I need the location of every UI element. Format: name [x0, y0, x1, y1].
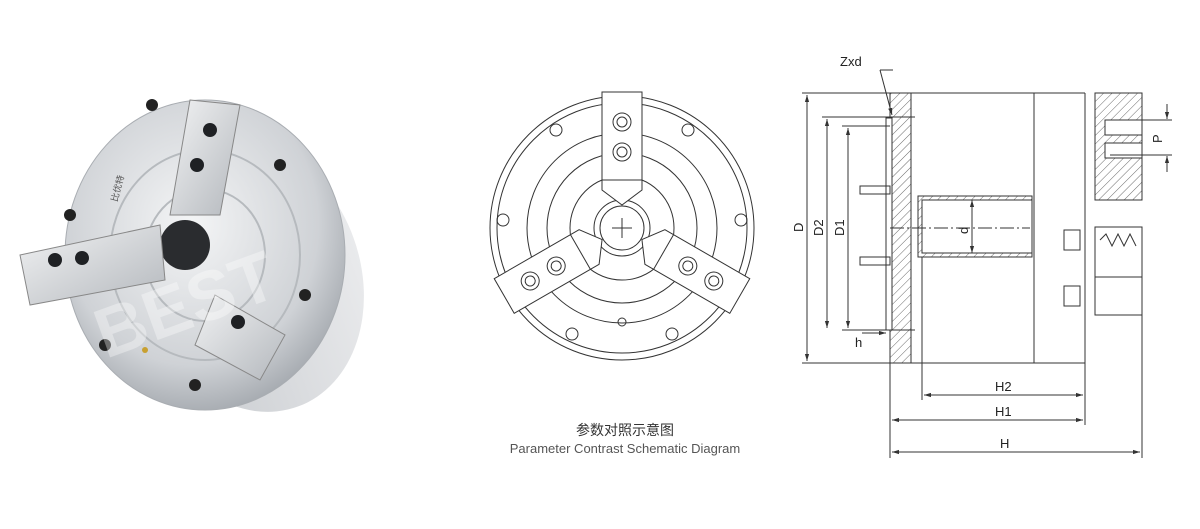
- label-H2: H2: [995, 379, 1012, 394]
- label-D1: D1: [832, 219, 847, 236]
- label-h: h: [855, 335, 862, 350]
- label-H: H: [1000, 436, 1009, 451]
- caption-english: Parameter Contrast Schematic Diagram: [509, 441, 741, 456]
- label-d: d: [956, 227, 971, 234]
- label-zxd: Zxd: [840, 54, 862, 69]
- label-P: P: [1150, 134, 1165, 143]
- label-D: D: [791, 223, 806, 232]
- label-D2: D2: [811, 219, 826, 236]
- dimension-labels: Zxd D D2 D1 d h P H2 H1 H: [791, 54, 1165, 451]
- section-view: [802, 69, 1172, 458]
- chuck-photo: BEST 比优特: [19, 99, 364, 412]
- front-view: [489, 91, 755, 361]
- caption-chinese: 参数对照示意图: [576, 423, 674, 439]
- label-H1: H1: [995, 404, 1012, 419]
